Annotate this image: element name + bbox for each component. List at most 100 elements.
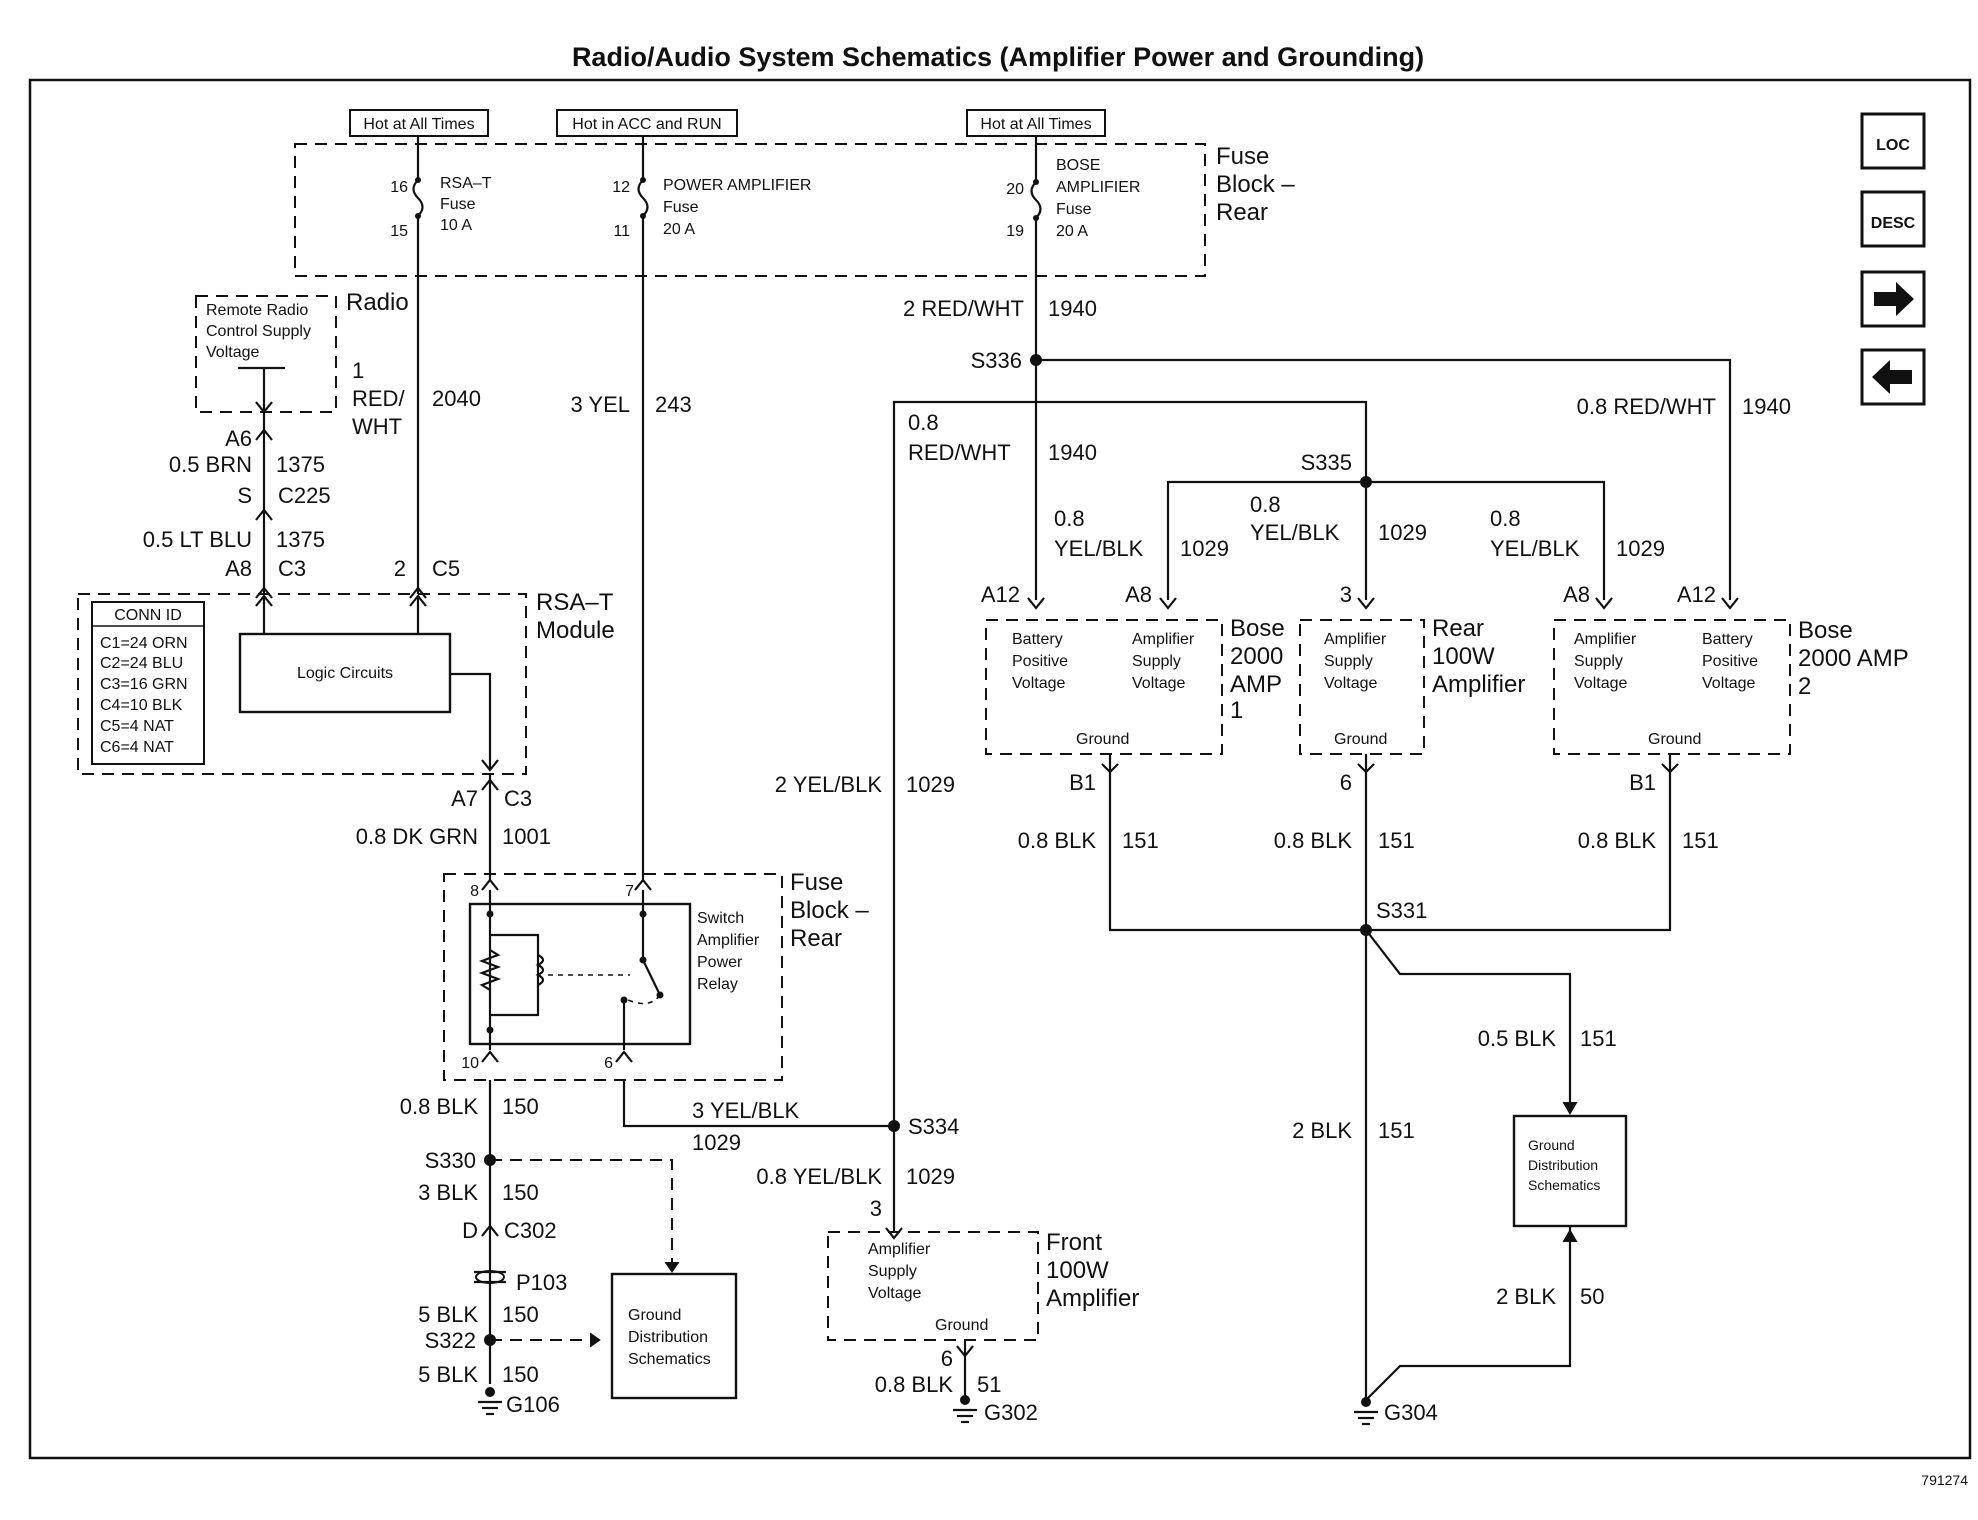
wire-1029-front-number: 1029 xyxy=(906,1164,955,1189)
front-amp-name-1: Front xyxy=(1046,1229,1102,1256)
wire-151-bus xyxy=(1108,754,1672,932)
ground-distribution-left[interactable]: Ground Distribution Schematics xyxy=(610,1272,738,1400)
ground-distribution-right[interactable]: Ground Distribution Schematics xyxy=(1512,1114,1628,1228)
fuse1-pin-in: 16 xyxy=(390,179,408,196)
front-supply-3: Voltage xyxy=(868,1285,921,1302)
radio-label: Radio xyxy=(346,289,409,316)
wire-1029-relay-gauge: 3 YEL/BLK xyxy=(692,1098,800,1123)
fuse3-name-2: AMPLIFIER xyxy=(1056,179,1140,196)
rear-supply-3: Voltage xyxy=(1324,675,1377,692)
gd-left-line-2: Distribution xyxy=(628,1329,708,1346)
ground-g302-icon xyxy=(953,1395,977,1424)
fuse-block-rear-relay: Fuse Block – Rear 8 7 Switch Amplifier P… xyxy=(443,869,869,1081)
amp1-supply-1: Amplifier xyxy=(1132,631,1195,648)
desc-label: DESC xyxy=(1871,215,1916,232)
wire-151-a-gauge: 0.8 BLK xyxy=(1018,828,1097,853)
wire-151-c-number: 151 xyxy=(1682,828,1719,853)
loc-button[interactable]: LOC xyxy=(1860,112,1926,170)
hot-label-1: Hot at All Times xyxy=(363,116,474,133)
conn-c5: C5 xyxy=(432,556,460,581)
rear-pin-6: 6 xyxy=(1340,770,1352,795)
wire-51-number: 51 xyxy=(977,1372,1001,1397)
wire-1029-main xyxy=(892,400,1368,1126)
amp2-supply-1: Amplifier xyxy=(1574,631,1637,648)
ground-g304-icon xyxy=(1354,1397,1378,1426)
fuse2-pin-in: 12 xyxy=(612,179,630,196)
remote-radio-component: Remote Radio Control Supply Voltage Radi… xyxy=(195,289,409,414)
wire-1375-blu-gauge: 0.5 LT BLU xyxy=(143,527,252,552)
wire-150-d-gauge: 5 BLK xyxy=(418,1362,478,1387)
conn-a8: A8 xyxy=(225,556,252,581)
rear-amp-name-1: Rear xyxy=(1432,615,1484,642)
wire-151-gd xyxy=(1365,929,1572,1112)
wire-1029-c-2: YEL/BLK xyxy=(1490,536,1580,561)
wire-50 xyxy=(1365,1226,1572,1401)
fuse-rsat: 16 15 RSA–T Fuse 10 A xyxy=(390,136,492,240)
bose-2000-amp-1: Battery Positive Voltage Amplifier Suppl… xyxy=(985,615,1285,755)
amp1-name-3: AMP xyxy=(1230,671,1282,698)
amp2-supply-2: Supply xyxy=(1574,653,1623,670)
conn-s: S xyxy=(237,483,252,508)
amp2-name-1: Bose xyxy=(1798,617,1853,644)
wire-1940-left-1: 0.8 xyxy=(908,410,939,435)
relay-label-3: Power xyxy=(697,954,743,971)
conn-id-3: C3=16 GRN xyxy=(100,676,188,693)
amp2-battery-1: Battery xyxy=(1702,631,1753,648)
relay-pin-10: 10 xyxy=(461,1055,479,1072)
wire-243-gauge: 3 YEL xyxy=(570,392,630,417)
wire-151-gd-number: 151 xyxy=(1580,1026,1617,1051)
wire-1029-relay xyxy=(622,1080,894,1128)
fuse3-pin-out: 19 xyxy=(1006,223,1024,240)
fuse-block-top-name-3: Rear xyxy=(1216,199,1268,226)
hot-label-2: Hot in ACC and RUN xyxy=(572,116,721,133)
wire-150-c-number: 150 xyxy=(502,1302,539,1327)
conn-c3b: C3 xyxy=(504,786,532,811)
amp2-name-3: 2 xyxy=(1798,673,1811,700)
amp2-name-2: 2000 AMP xyxy=(1798,645,1909,672)
bose-2000-amp-2: Amplifier Supply Voltage Battery Positiv… xyxy=(1553,617,1909,755)
wire-150-d-number: 150 xyxy=(502,1362,539,1387)
fuse1-pin-out: 15 xyxy=(390,223,408,240)
relay-block-name-2: Block – xyxy=(790,897,869,924)
amp2-battery-2: Positive xyxy=(1702,653,1758,670)
p103-connector-symbol xyxy=(474,1270,506,1284)
loc-label: LOC xyxy=(1876,137,1910,154)
relay-pin-7: 7 xyxy=(625,883,634,900)
wire-1940-left-2: RED/WHT xyxy=(908,440,1011,465)
splice-s335-label: S335 xyxy=(1301,450,1352,475)
front-supply-1: Amplifier xyxy=(868,1241,931,1258)
wire-150-a-gauge: 0.8 BLK xyxy=(400,1094,479,1119)
fuse1-name-2: Fuse xyxy=(440,196,476,213)
rear-supply-2: Supply xyxy=(1324,653,1373,670)
wire-151-main-number: 151 xyxy=(1378,1118,1415,1143)
relay-label-2: Amplifier xyxy=(697,932,760,949)
rsat-module: RSA–T Module CONN ID C1=24 ORN C2=24 BLU… xyxy=(77,589,615,775)
conn-id-5: C5=4 NAT xyxy=(100,718,174,735)
amp1-a12: A12 xyxy=(981,582,1020,607)
gd-left-line-3: Schematics xyxy=(628,1351,711,1368)
next-page-button[interactable] xyxy=(1860,270,1926,328)
wire-51-gauge: 0.8 BLK xyxy=(875,1372,954,1397)
relay-block-name-1: Fuse xyxy=(790,869,843,896)
rear-pin-3: 3 xyxy=(1340,582,1352,607)
conn-c3: C3 xyxy=(278,556,306,581)
wire-1029-b-1: 0.8 xyxy=(1250,492,1281,517)
wire-1375-brn-gauge: 0.5 BRN xyxy=(169,452,252,477)
front-supply-2: Supply xyxy=(868,1263,917,1280)
arrow-left-icon xyxy=(1872,360,1912,394)
conn-id-4: C4=10 BLK xyxy=(100,697,183,714)
remote-radio-line-2: Control Supply xyxy=(206,323,311,340)
amp2-b1: B1 xyxy=(1629,770,1656,795)
desc-button[interactable]: DESC xyxy=(1860,190,1926,248)
previous-page-button[interactable] xyxy=(1860,348,1926,406)
conn-id-2: C2=24 BLU xyxy=(100,655,183,672)
wire-243-number: 243 xyxy=(655,392,692,417)
splice-s322-label: S322 xyxy=(425,1328,476,1353)
rsat-name-1: RSA–T xyxy=(536,589,614,616)
wire-1940-right xyxy=(1036,358,1732,600)
fuse1-rating: 10 A xyxy=(440,217,472,234)
rear-ground: Ground xyxy=(1334,731,1387,748)
fuse-block-rear-top: Fuse Block – Rear Hot at All Times Hot i… xyxy=(294,109,1295,277)
conn-p103: P103 xyxy=(516,1270,567,1295)
